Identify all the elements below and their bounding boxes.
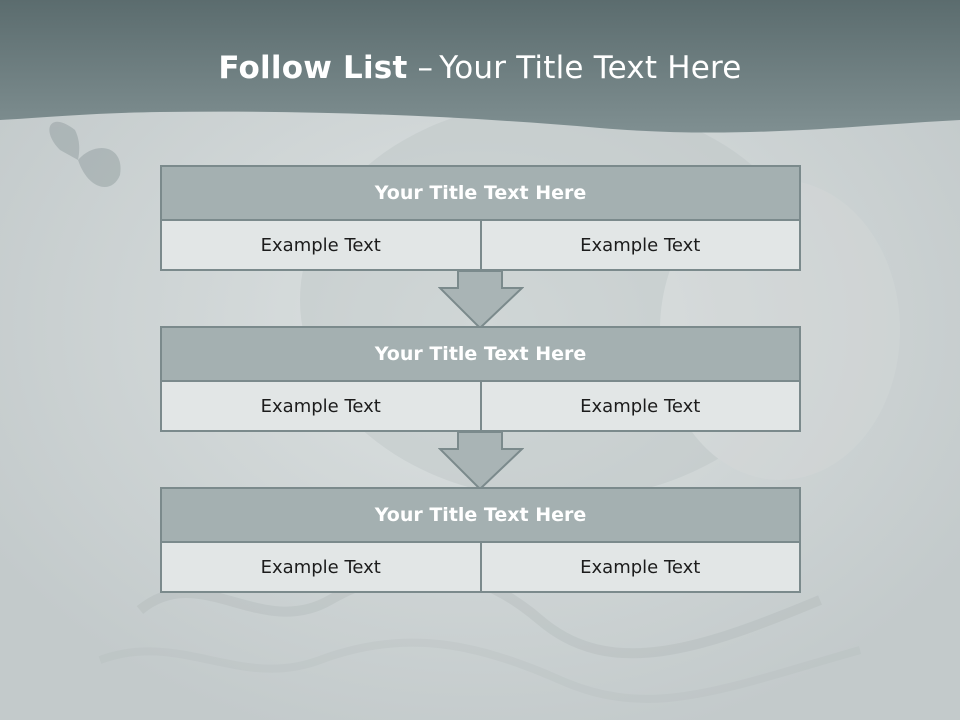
- title-banner: [0, 0, 960, 133]
- step-block-2: Your Title Text Here Example Text Exampl…: [160, 326, 801, 432]
- step-row: Example Text Example Text: [160, 221, 801, 271]
- title-bold: Follow List: [218, 50, 408, 86]
- step-block-3: Your Title Text Here Example Text Exampl…: [160, 487, 801, 593]
- down-arrow-icon: [438, 431, 524, 491]
- step-title: Your Title Text Here: [160, 326, 801, 382]
- step-cell-right: Example Text: [481, 382, 801, 432]
- step-title: Your Title Text Here: [160, 165, 801, 221]
- step-cell-left: Example Text: [160, 221, 482, 271]
- step-cell-right: Example Text: [481, 543, 801, 593]
- butterfly-silhouette: [49, 121, 121, 187]
- down-arrow-icon: [438, 270, 524, 330]
- step-cell-right: Example Text: [481, 221, 801, 271]
- title-rest: Your Title Text Here: [439, 50, 742, 86]
- slide-title: Follow List–Your Title Text Here: [0, 50, 960, 86]
- step-cell-left: Example Text: [160, 543, 482, 593]
- step-block-1: Your Title Text Here Example Text Exampl…: [160, 165, 801, 271]
- step-row: Example Text Example Text: [160, 543, 801, 593]
- step-title: Your Title Text Here: [160, 487, 801, 543]
- step-row: Example Text Example Text: [160, 382, 801, 432]
- step-cell-left: Example Text: [160, 382, 482, 432]
- title-separator: –: [417, 50, 434, 86]
